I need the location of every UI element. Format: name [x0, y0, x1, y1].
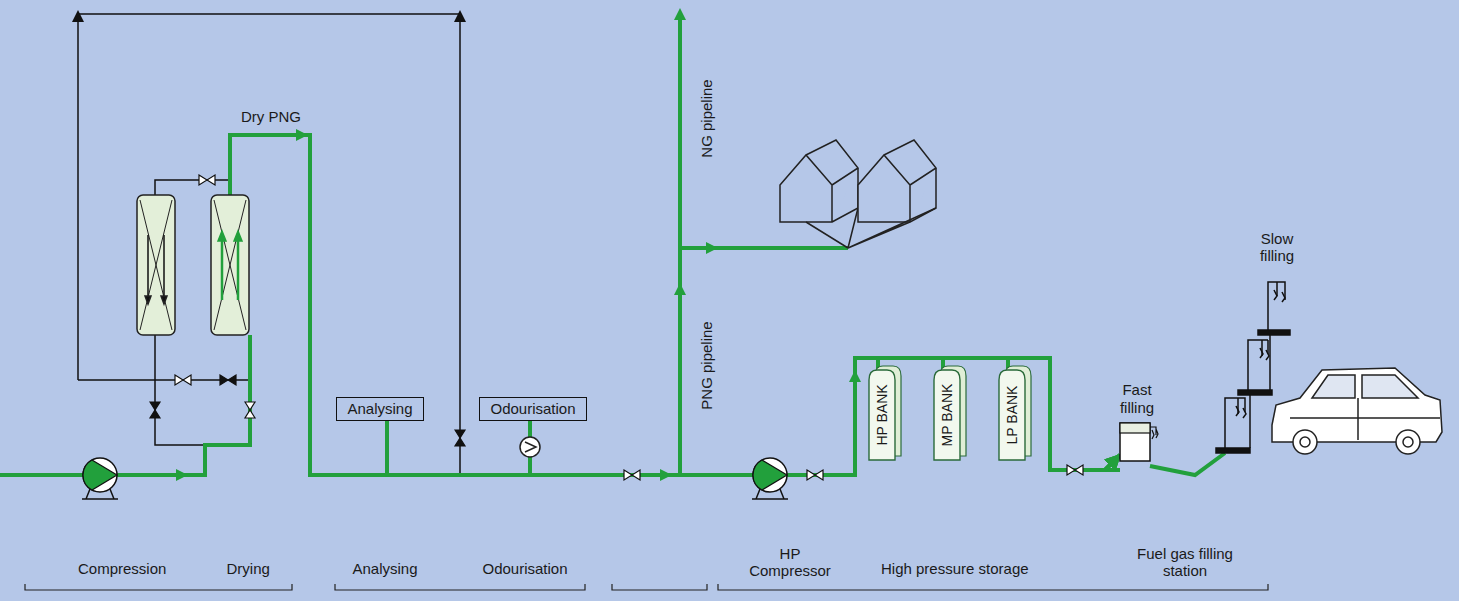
section-label: Drying [227, 560, 270, 577]
process-box: Analysing [336, 397, 423, 421]
section-brackets-part [25, 584, 292, 590]
flow-arrow [674, 283, 686, 295]
slow-fill-dispensers-part [1238, 390, 1272, 395]
bank-label: HP BANK [873, 384, 891, 445]
aux-lines-part [155, 180, 230, 195]
part-label: Slow filling [1251, 230, 1303, 264]
gas-pipeline-part [0, 335, 250, 475]
part-label: NG pipeline [698, 79, 715, 157]
valve-symbol [220, 375, 236, 385]
dryer-columns-part [140, 200, 246, 330]
section-brackets-part [612, 584, 707, 590]
slow-fill-dispensers-part [1225, 398, 1245, 450]
section-label: Compression [78, 560, 166, 577]
car-part [1403, 437, 1413, 447]
valve-symbol [199, 175, 215, 185]
storage-cylinder: HP BANK [869, 370, 895, 460]
dosing-pump-part [525, 442, 536, 452]
dryer-columns-part [148, 235, 164, 300]
flow-arrow [72, 10, 84, 22]
compressor-symbol [752, 458, 788, 499]
slow-fill-dispensers-part [1268, 282, 1285, 333]
car-part [1293, 430, 1317, 454]
houses [780, 140, 936, 248]
part-label: PNG pipeline [698, 321, 715, 409]
slow-fill-dispensers-part [1216, 448, 1250, 453]
flow-arrow [454, 10, 466, 22]
dryer-columns-part [145, 296, 167, 304]
car-part [1396, 430, 1420, 454]
valve-symbol [245, 402, 255, 418]
slow-fill-dispensers-part [1258, 330, 1290, 335]
car [1272, 368, 1442, 454]
aux-lines-part [78, 14, 460, 475]
houses-part [780, 140, 858, 222]
flow-arrow [706, 242, 718, 254]
flow-arrow [176, 469, 188, 481]
dryer-columns [137, 195, 249, 335]
slow-fill-dispensers-part [1248, 340, 1268, 393]
flow-arrow [660, 469, 672, 481]
gas-pipeline-part [230, 135, 1050, 475]
dosing-pump [520, 437, 540, 457]
flow-arrow [674, 8, 686, 20]
gas-connector [943, 358, 1120, 470]
gas-pipeline-part [680, 246, 848, 250]
houses-part [858, 140, 936, 222]
valve-symbol [150, 402, 160, 418]
section-brackets-part [718, 584, 1268, 590]
flow-arrow [296, 129, 308, 141]
section-label: Odourisation [483, 560, 568, 577]
storage-cylinder: MP BANK [934, 370, 960, 460]
section-label: Fuel gas filling station [1134, 545, 1236, 579]
bank-label: LP BANK [1003, 386, 1021, 445]
bank-label: MP BANK [938, 384, 956, 447]
section-brackets [25, 584, 1268, 590]
houses-part [806, 208, 858, 248]
valve-symbol [807, 470, 823, 480]
dosing-pump-part [520, 437, 540, 457]
valve-symbol [175, 375, 191, 385]
car-part [1300, 437, 1310, 447]
dispenser-unit: Fast filling [1112, 381, 1162, 463]
car-part [1272, 368, 1442, 442]
car-part [1312, 375, 1418, 398]
section-label: Analysing [353, 560, 418, 577]
box-label: Odourisation [490, 400, 575, 418]
valve-symbol [624, 470, 640, 480]
slow-fill-dispensers-part [1236, 290, 1285, 418]
compressor-symbol [82, 458, 118, 499]
houses-part [848, 208, 936, 248]
section-label: HP Compressor [744, 545, 836, 579]
gas-pipeline-part [385, 420, 389, 475]
gas-pipeline-part [678, 12, 682, 475]
box-label: Analysing [347, 400, 412, 418]
gas-connector [878, 358, 1120, 470]
flow-arrow [849, 370, 861, 382]
dryer-columns-part [222, 235, 238, 300]
dispenser-heading: Fast filling [1115, 381, 1159, 417]
valve-symbol [1067, 465, 1083, 475]
process-box: Odourisation [479, 397, 586, 421]
slow-fill-dispensers-part [1250, 335, 1270, 448]
valve-symbol [455, 430, 465, 446]
gas-pipeline-part [1150, 453, 1225, 475]
aux-lines-part [155, 335, 205, 445]
gas-pipeline [0, 12, 1225, 475]
dryer-columns-part [218, 231, 242, 241]
part-label: Dry PNG [241, 108, 301, 125]
dispenser-shape [1112, 421, 1162, 463]
storage-cylinder: LP BANK [999, 370, 1025, 460]
aux-lines [78, 14, 460, 475]
section-label: High pressure storage [881, 560, 1029, 577]
section-brackets-part [335, 584, 585, 590]
